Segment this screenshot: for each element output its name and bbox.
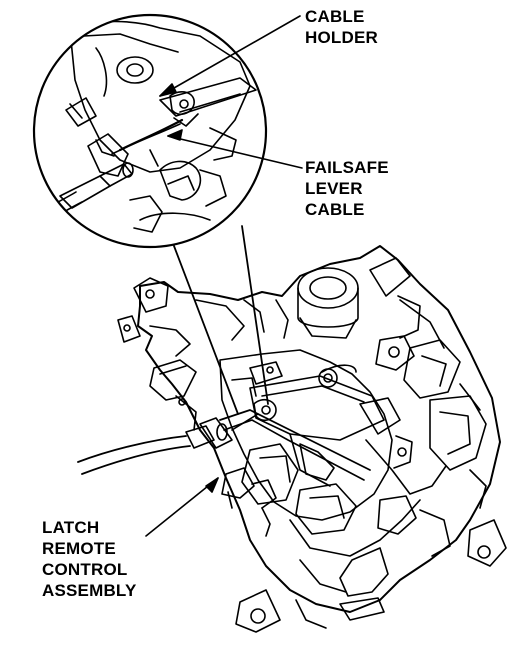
magnifier-connector-lines: [173, 225, 269, 415]
leader-lines: [145, 15, 303, 537]
detail-contents: [39, 20, 257, 233]
latch-remote-control-assembly-label: LATCH REMOTE CONTROL ASSEMBLY: [42, 518, 137, 600]
detail-magnifier: [32, 13, 268, 249]
latch-assembly: [77, 245, 507, 633]
failsafe-lever-cable-label: FAILSAFE LEVER CABLE: [305, 158, 389, 219]
cable-holder-label: CABLE HOLDER: [305, 7, 378, 47]
